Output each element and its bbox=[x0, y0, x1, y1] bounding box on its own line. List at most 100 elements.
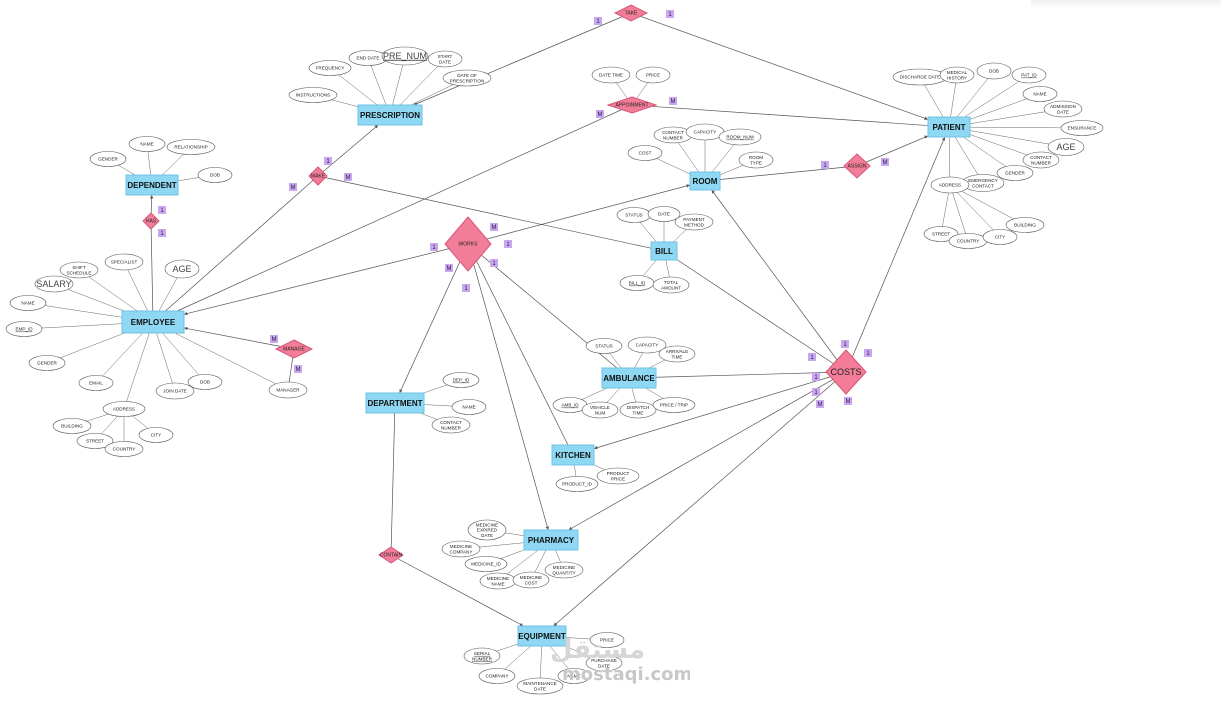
attribute-oval bbox=[555, 476, 599, 492]
attribute-pat-name: NAME bbox=[1022, 86, 1058, 102]
cardinality-label: M bbox=[883, 160, 888, 166]
attribute-link bbox=[949, 184, 1001, 238]
attribute-label: NAME bbox=[567, 674, 580, 679]
cardinality-box bbox=[812, 388, 820, 396]
attribute-oval bbox=[52, 418, 92, 434]
relationship-diamond bbox=[378, 546, 404, 564]
attribute-oval bbox=[627, 336, 667, 354]
cardinality-badge: M bbox=[294, 365, 302, 373]
attribute-oval bbox=[658, 345, 696, 363]
relationship-label: CONTAIN bbox=[380, 553, 403, 559]
cardinality-badge: 1 bbox=[430, 243, 438, 251]
attribute-label: DATE bbox=[534, 686, 546, 691]
attribute-label: COMPANY bbox=[450, 549, 473, 554]
attribute-oval bbox=[939, 66, 975, 84]
cardinality-badge: M bbox=[816, 400, 824, 408]
attribute-pat-building: BUILDING bbox=[1005, 217, 1045, 233]
cardinality-label: M bbox=[598, 112, 603, 118]
cardinality-badge: 1 bbox=[158, 206, 166, 214]
relationship-label: WORKS bbox=[459, 242, 479, 248]
edge-assign-room bbox=[719, 165, 858, 180]
cardinality-label: 1 bbox=[506, 242, 510, 248]
attribute-label: PRICE bbox=[611, 476, 625, 481]
attribute-eq-name: NAME bbox=[557, 668, 591, 684]
attribute-emp-email: EMAIL bbox=[78, 375, 114, 391]
attribute-label: END DATE bbox=[357, 56, 380, 61]
relationship-make: MAKE bbox=[308, 166, 328, 186]
cardinality-label: 1 bbox=[814, 390, 818, 396]
relationship-diamond bbox=[825, 349, 867, 395]
attribute-label: COMPANY bbox=[486, 674, 509, 679]
attribute-oval bbox=[59, 261, 99, 279]
attribute-eq-price: PRICE bbox=[589, 632, 625, 648]
cardinality-label: 1 bbox=[492, 261, 496, 267]
cardinality-label: M bbox=[346, 175, 351, 181]
attribute-emp-street: STREET bbox=[76, 433, 114, 449]
attribute-emp-specialist: SPECIALIST bbox=[104, 253, 144, 271]
attribute-label: QUANTITY bbox=[552, 570, 575, 575]
attribute-label: ADDRESS bbox=[113, 407, 135, 412]
attribute-label: PRICE bbox=[600, 638, 614, 643]
cardinality-box bbox=[462, 284, 470, 292]
attribute-oval bbox=[652, 397, 696, 413]
attribute-oval bbox=[1011, 66, 1047, 84]
attribute-room-num: ROOM_NUM bbox=[718, 128, 762, 146]
cardinality-box bbox=[289, 183, 297, 191]
cardinality-box bbox=[669, 97, 677, 105]
attribute-oval bbox=[976, 62, 1012, 80]
attribute-emp-gender: GENDER bbox=[28, 355, 66, 371]
cardinality-box bbox=[844, 397, 852, 405]
attribute-oval bbox=[478, 668, 516, 684]
attribute-oval bbox=[166, 139, 216, 155]
relationship-label: MANAGE bbox=[283, 347, 305, 353]
attribute-label: STREET bbox=[86, 439, 104, 444]
entity-box bbox=[551, 444, 595, 466]
attribute-label: MEDICINE bbox=[476, 522, 498, 527]
attribute-label: ARRIVALE bbox=[666, 349, 688, 354]
attribute-label: AGE bbox=[1056, 142, 1075, 152]
relationship-appointment: APPOINMENT bbox=[606, 96, 658, 114]
attribute-oval bbox=[596, 467, 640, 485]
attribute-dept-name: NAME bbox=[451, 399, 487, 415]
edge-costs-ambulance bbox=[655, 371, 847, 378]
attribute-label: NAME bbox=[491, 581, 504, 586]
attribute-oval bbox=[197, 167, 233, 183]
attribute-oval bbox=[591, 66, 631, 84]
attribute-label: CONTACT bbox=[662, 130, 684, 135]
cardinality-box bbox=[881, 158, 889, 166]
edge-make-employee bbox=[165, 175, 319, 312]
cardinality-box bbox=[445, 264, 453, 272]
attribute-pat-ensurance: ENSURANCE bbox=[1060, 120, 1104, 136]
attribute-oval bbox=[464, 556, 508, 572]
attribute-oval bbox=[288, 87, 338, 103]
attribute-label: NAME bbox=[462, 405, 475, 410]
attribute-label: ROOM_NUM bbox=[726, 135, 753, 140]
attribute-label: SPECIALIST bbox=[111, 260, 138, 265]
attribute-bill-status: STATUS bbox=[616, 207, 652, 223]
edge-costs-equipment bbox=[553, 371, 847, 627]
relationship-contain: CONTAIN bbox=[378, 546, 404, 564]
edge-take-patient bbox=[630, 12, 929, 120]
attribute-oval bbox=[442, 372, 480, 388]
edge-has-employee bbox=[150, 220, 154, 312]
cardinality-box bbox=[812, 373, 820, 381]
entity-box bbox=[365, 392, 425, 414]
edge-assign-patient bbox=[856, 135, 929, 167]
attribute-label: DATE bbox=[598, 663, 610, 668]
attribute-oval bbox=[78, 375, 114, 391]
attribute-link bbox=[367, 57, 387, 106]
attribute-label: GENDER bbox=[98, 157, 118, 162]
attribute-label: PRESCRIPTION bbox=[450, 78, 484, 83]
attribute-label: SHIFT bbox=[72, 265, 85, 270]
cardinality-badge: 1 bbox=[864, 349, 872, 357]
attribute-emp-building: BUILDING bbox=[52, 418, 92, 434]
attributes-layer: SALARYSHIFTSCHEDULESPECIALISTAGENAMEEMP_… bbox=[5, 46, 1104, 695]
attribute-oval bbox=[635, 66, 671, 84]
attribute-oval bbox=[585, 654, 623, 672]
